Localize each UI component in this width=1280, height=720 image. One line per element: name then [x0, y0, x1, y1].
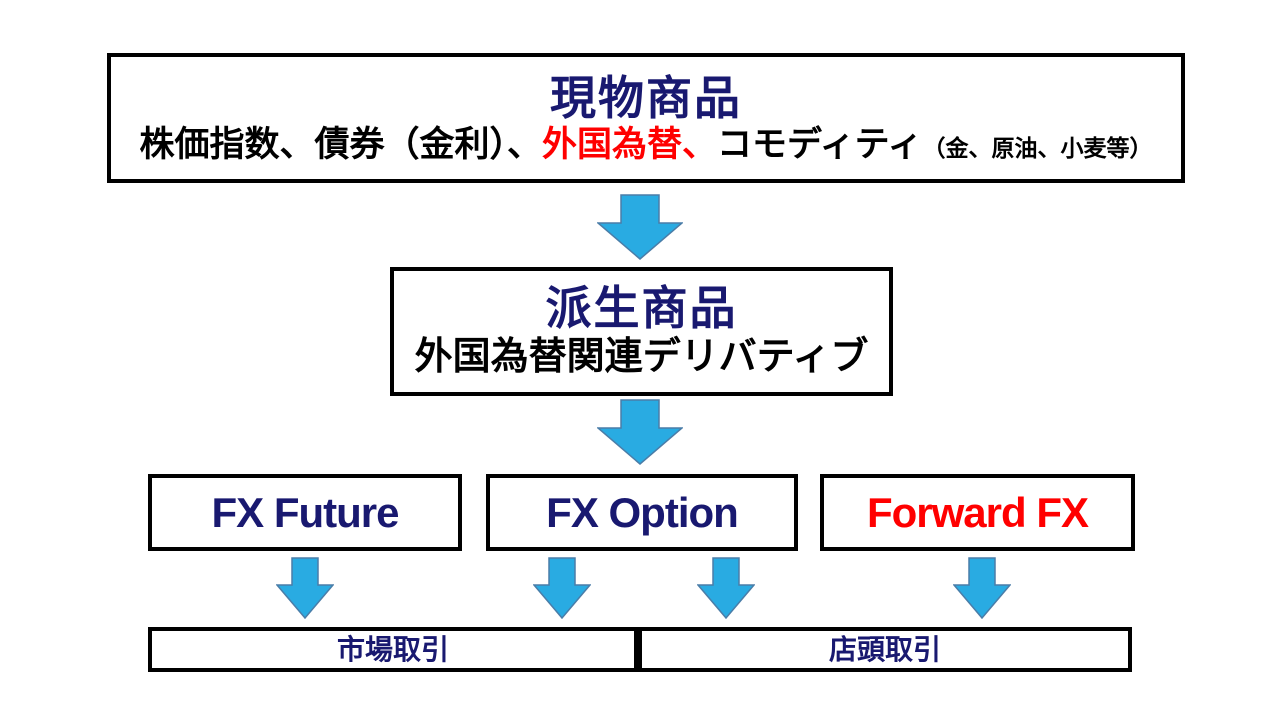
otc-trading-label: 店頭取引	[828, 633, 941, 665]
fx-future-label: FX Future	[211, 488, 400, 536]
spot-examples-segment-1: 株価指数、債券（金利）、	[139, 125, 543, 165]
down-arrow-icon	[952, 557, 1012, 620]
spot-products-title: 現物商品	[550, 71, 742, 124]
spot-examples-segment-2: コモディティ	[717, 125, 923, 165]
down-arrow-icon	[595, 399, 685, 465]
forward-fx-box: Forward FX	[820, 474, 1135, 551]
down-arrow-icon	[696, 557, 756, 620]
spot-examples-note: （金、原油、小麦等）	[922, 135, 1153, 162]
exchange-trading-box: 市場取引	[148, 627, 638, 672]
exchange-trading-label: 市場取引	[336, 633, 449, 665]
derivative-products-title: 派生商品	[545, 282, 738, 335]
down-arrow-icon	[532, 557, 592, 620]
derivative-products-subtitle: 外国為替関連デリバティブ	[414, 336, 869, 379]
down-arrow-icon	[595, 194, 685, 260]
fx-option-box: FX Option	[486, 474, 798, 551]
fx-option-label: FX Option	[546, 488, 739, 536]
down-arrow-icon	[275, 557, 335, 620]
otc-trading-box: 店頭取引	[638, 627, 1132, 672]
spot-products-box: 現物商品 株価指数、債券（金利）、外国為替、コモディティ（金、原油、小麦等）	[107, 53, 1185, 183]
forward-fx-label: Forward FX	[866, 488, 1089, 536]
derivative-products-box: 派生商品 外国為替関連デリバティブ	[390, 267, 893, 396]
fx-future-box: FX Future	[148, 474, 462, 551]
spot-examples-fx-highlight: 外国為替、	[542, 125, 718, 165]
spot-products-examples: 株価指数、債券（金利）、外国為替、コモディティ（金、原油、小麦等）	[140, 124, 1153, 166]
